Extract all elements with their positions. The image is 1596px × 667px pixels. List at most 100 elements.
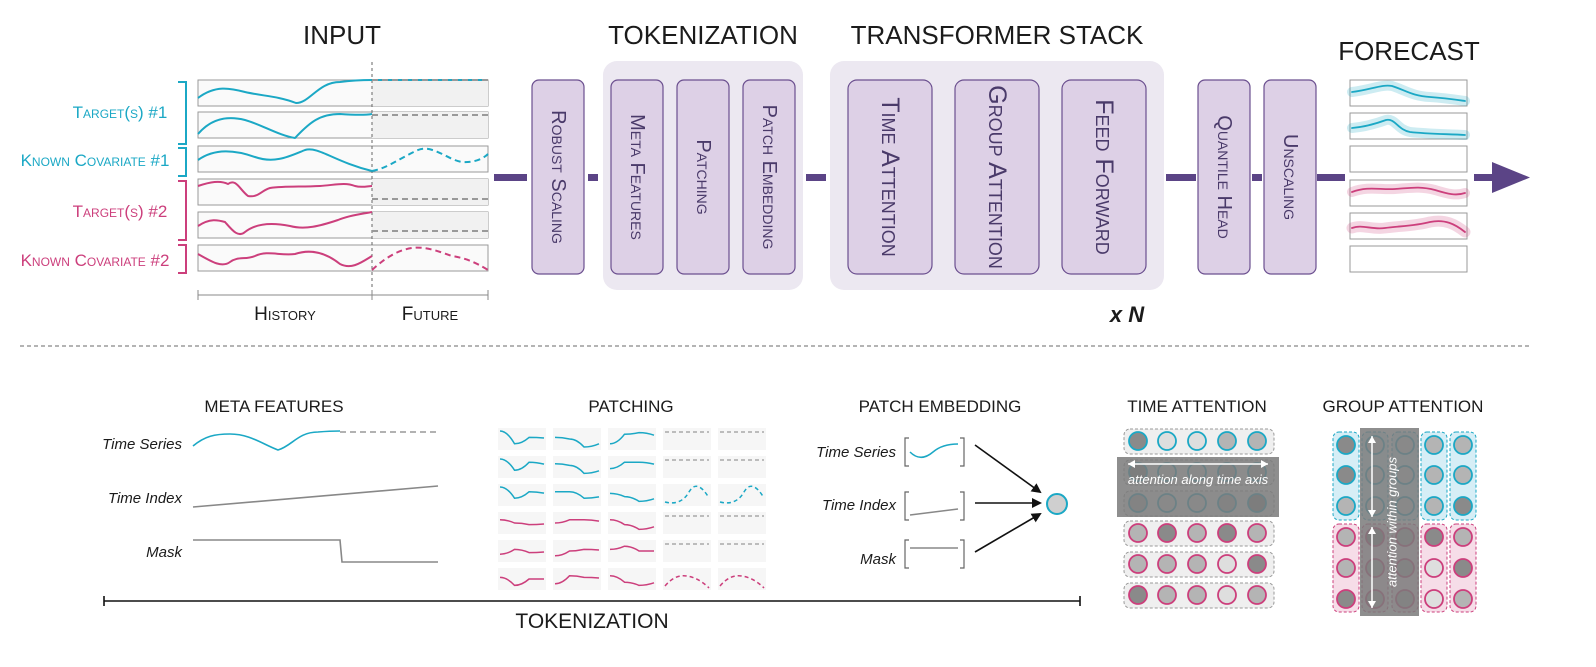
patch-curve xyxy=(554,575,600,585)
attention-token xyxy=(1336,465,1356,485)
patch-cell xyxy=(718,456,766,478)
history-label: History xyxy=(254,304,316,325)
attention-token xyxy=(1217,431,1237,451)
row-label-known-covariate-2: Known Covariate #2 xyxy=(21,251,170,270)
patch-cell xyxy=(608,512,656,534)
group-attention-overlay xyxy=(1360,428,1419,616)
patch-curve xyxy=(499,548,545,555)
group-attention-title: GROUP ATTENTION xyxy=(1323,397,1484,416)
attention-token xyxy=(1453,558,1473,578)
attention-token xyxy=(1128,554,1148,574)
patch-cell xyxy=(718,540,766,562)
patch-cell xyxy=(718,428,766,450)
arrow-left-icon xyxy=(1128,460,1135,468)
attention-token xyxy=(1336,558,1356,578)
patch-curve xyxy=(609,431,655,445)
meta-time-index-label: Time Index xyxy=(108,490,183,507)
patch-cell xyxy=(663,512,711,534)
attention-token xyxy=(1187,431,1207,451)
group-attention-note: attention within groups xyxy=(1385,456,1400,587)
attention-token xyxy=(1217,554,1237,574)
row-label-known-covariate-1: Known Covariate #1 xyxy=(21,151,170,170)
meta-features-title: META FEATURES xyxy=(204,397,343,416)
patch-cell xyxy=(663,540,711,562)
input-series-boxes xyxy=(197,79,489,272)
patch-curve xyxy=(499,486,545,499)
pipeline-connectors xyxy=(494,162,1530,193)
embedding-token-icon xyxy=(1046,493,1068,515)
attention-token xyxy=(1128,431,1148,451)
patch-curve xyxy=(555,491,600,499)
patch-cell xyxy=(663,456,711,478)
patch-curve xyxy=(609,492,655,503)
patch-embedding-title: PATCH EMBEDDING xyxy=(859,397,1022,416)
tokenization-header: TOKENIZATION xyxy=(608,20,798,50)
quantile-head-box: Quantile Head xyxy=(1213,115,1235,238)
forecast-bands xyxy=(1346,80,1471,238)
attention-token xyxy=(1187,585,1207,605)
attention-token xyxy=(1217,523,1237,543)
attention-token xyxy=(1247,523,1267,543)
row-label-target-2: Target(s) #2 xyxy=(73,202,168,221)
time-attention-box: Time Attention xyxy=(876,97,904,257)
pe-mask-label: Mask xyxy=(860,551,897,568)
patch-cell xyxy=(608,428,656,450)
patch-cell xyxy=(498,456,546,478)
patching-grid xyxy=(498,428,766,590)
patch-cell xyxy=(498,428,546,450)
robust-scaling-box: Robust Scaling xyxy=(547,110,569,244)
patch-cell xyxy=(498,484,546,506)
patch-curve-future xyxy=(719,574,765,589)
time-attention-note: attention along time axis xyxy=(1128,472,1269,487)
pe-curves xyxy=(909,443,959,549)
input-curves xyxy=(197,79,489,271)
patch-cell xyxy=(553,568,601,590)
arrow-up-icon xyxy=(1368,527,1376,534)
attention-token xyxy=(1336,435,1356,455)
time-attention-grid: attention along time axis xyxy=(1117,428,1279,609)
forecast-header: FORECAST xyxy=(1338,36,1480,66)
pipeline-boxes xyxy=(531,79,1317,275)
patching-box: Patching xyxy=(692,139,714,214)
group-attention-grid: attention within groups xyxy=(1332,428,1477,616)
patch-cell xyxy=(718,512,766,534)
attention-token xyxy=(1157,431,1177,451)
attention-token xyxy=(1453,435,1473,455)
arrow-down-icon xyxy=(1368,510,1376,517)
meta-features-curves xyxy=(192,430,439,563)
pe-arrows xyxy=(974,444,1042,553)
tokenization-axis xyxy=(103,596,1081,606)
tokenization-axis-label: TOKENIZATION xyxy=(515,610,668,633)
patch-curve xyxy=(554,463,600,475)
attention-token xyxy=(1157,554,1177,574)
patch-cell xyxy=(553,428,601,450)
teal-brackets xyxy=(178,81,187,177)
attention-token xyxy=(1424,435,1444,455)
patch-embedding-box: Patch Embedding xyxy=(758,105,780,250)
attention-token xyxy=(1453,465,1473,485)
meta-mask-label: Mask xyxy=(146,544,183,561)
patch-curve xyxy=(499,576,544,587)
arrow-right-icon xyxy=(1261,460,1268,468)
patch-curve xyxy=(554,436,600,448)
history-future-axis xyxy=(197,290,489,300)
meta-time-series-label: Time Series xyxy=(102,436,182,453)
row-label-target-1: Target(s) #1 xyxy=(73,103,168,122)
patch-cell xyxy=(608,484,656,506)
attention-token xyxy=(1187,554,1207,574)
patch-cell xyxy=(553,484,601,506)
patch-cell xyxy=(608,456,656,478)
patch-curve-future xyxy=(664,485,710,504)
patch-curve xyxy=(609,519,655,531)
pink-brackets xyxy=(178,180,187,274)
patching-title: PATCHING xyxy=(588,397,673,416)
patch-curve-future xyxy=(664,574,710,589)
forecast-boxes xyxy=(1349,79,1468,273)
unscaling-box: Unscaling xyxy=(1279,134,1301,220)
attention-token xyxy=(1424,465,1444,485)
attention-token xyxy=(1128,585,1148,605)
feed-forward-box: Feed Forward xyxy=(1090,99,1118,255)
attention-token xyxy=(1424,527,1444,547)
repeat-label: x N xyxy=(1109,302,1145,327)
